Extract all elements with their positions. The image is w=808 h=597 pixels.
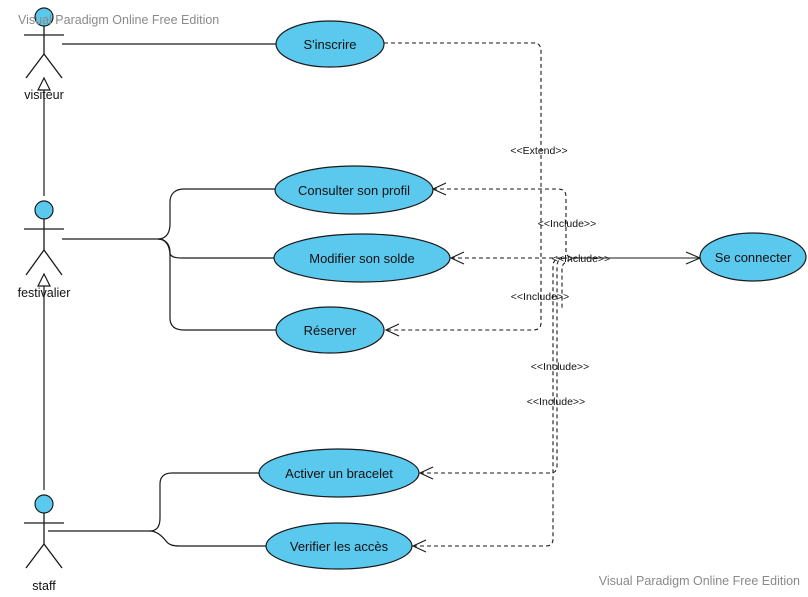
stereotype-include-3: <<Include>> <box>511 291 569 303</box>
use-case-verifier-acces-label: Verifier les accès <box>290 539 389 554</box>
actor-staff[interactable]: staff <box>24 494 64 593</box>
watermark-bottom: Visual Paradigm Online Free Edition <box>599 574 800 588</box>
stereotype-include-1: <<Include>> <box>538 218 596 230</box>
stereotype-extend: <<Extend>> <box>510 145 567 157</box>
use-case-activer-bracelet[interactable]: Activer un bracelet <box>258 448 420 498</box>
extend-sinscrire-reserver <box>384 42 542 337</box>
generalization-festivalier-visiteur <box>37 76 51 196</box>
association-staff-group <box>48 472 266 547</box>
use-case-sinscrire-label: S'inscrire <box>303 37 356 52</box>
use-case-consulter-profil[interactable]: Consulter son profil <box>274 165 434 215</box>
use-case-sinscrire[interactable]: S'inscrire <box>275 20 385 68</box>
use-case-activer-bracelet-label: Activer un bracelet <box>285 466 393 481</box>
actor-festivalier[interactable]: festivalier <box>18 200 71 300</box>
actor-staff-head <box>34 494 54 514</box>
actor-festivalier-head <box>34 200 54 220</box>
use-case-se-connecter-label: Se connecter <box>715 250 792 265</box>
stereotype-include-5: <<Include>> <box>527 396 585 408</box>
actor-festivalier-label: festivalier <box>18 286 71 300</box>
use-case-reserver[interactable]: Réserver <box>275 306 385 354</box>
include-reserver-connecter <box>561 257 579 310</box>
use-case-verifier-acces[interactable]: Verifier les accès <box>265 522 413 570</box>
use-case-consulter-profil-label: Consulter son profil <box>298 183 410 198</box>
use-case-se-connecter[interactable]: Se connecter <box>699 232 807 282</box>
stereotype-include-2: <<Include>> <box>552 253 610 265</box>
actor-staff-label: staff <box>32 579 56 592</box>
use-case-reserver-label: Réserver <box>304 323 357 338</box>
use-case-modifier-solde[interactable]: Modifier son solde <box>273 233 451 283</box>
actor-visiteur-label: visiteur <box>24 88 64 102</box>
use-case-modifier-solde-label: Modifier son solde <box>309 251 415 266</box>
actor-visiteur[interactable]: visiteur <box>24 7 64 102</box>
association-festivalier-group <box>62 188 276 331</box>
stereotype-include-4: <<Include>> <box>531 361 589 373</box>
watermark-top: Visual Paradigm Online Free Edition <box>18 13 219 27</box>
include-verifier-connecter <box>411 257 563 553</box>
generalization-staff-festivalier <box>37 272 51 490</box>
